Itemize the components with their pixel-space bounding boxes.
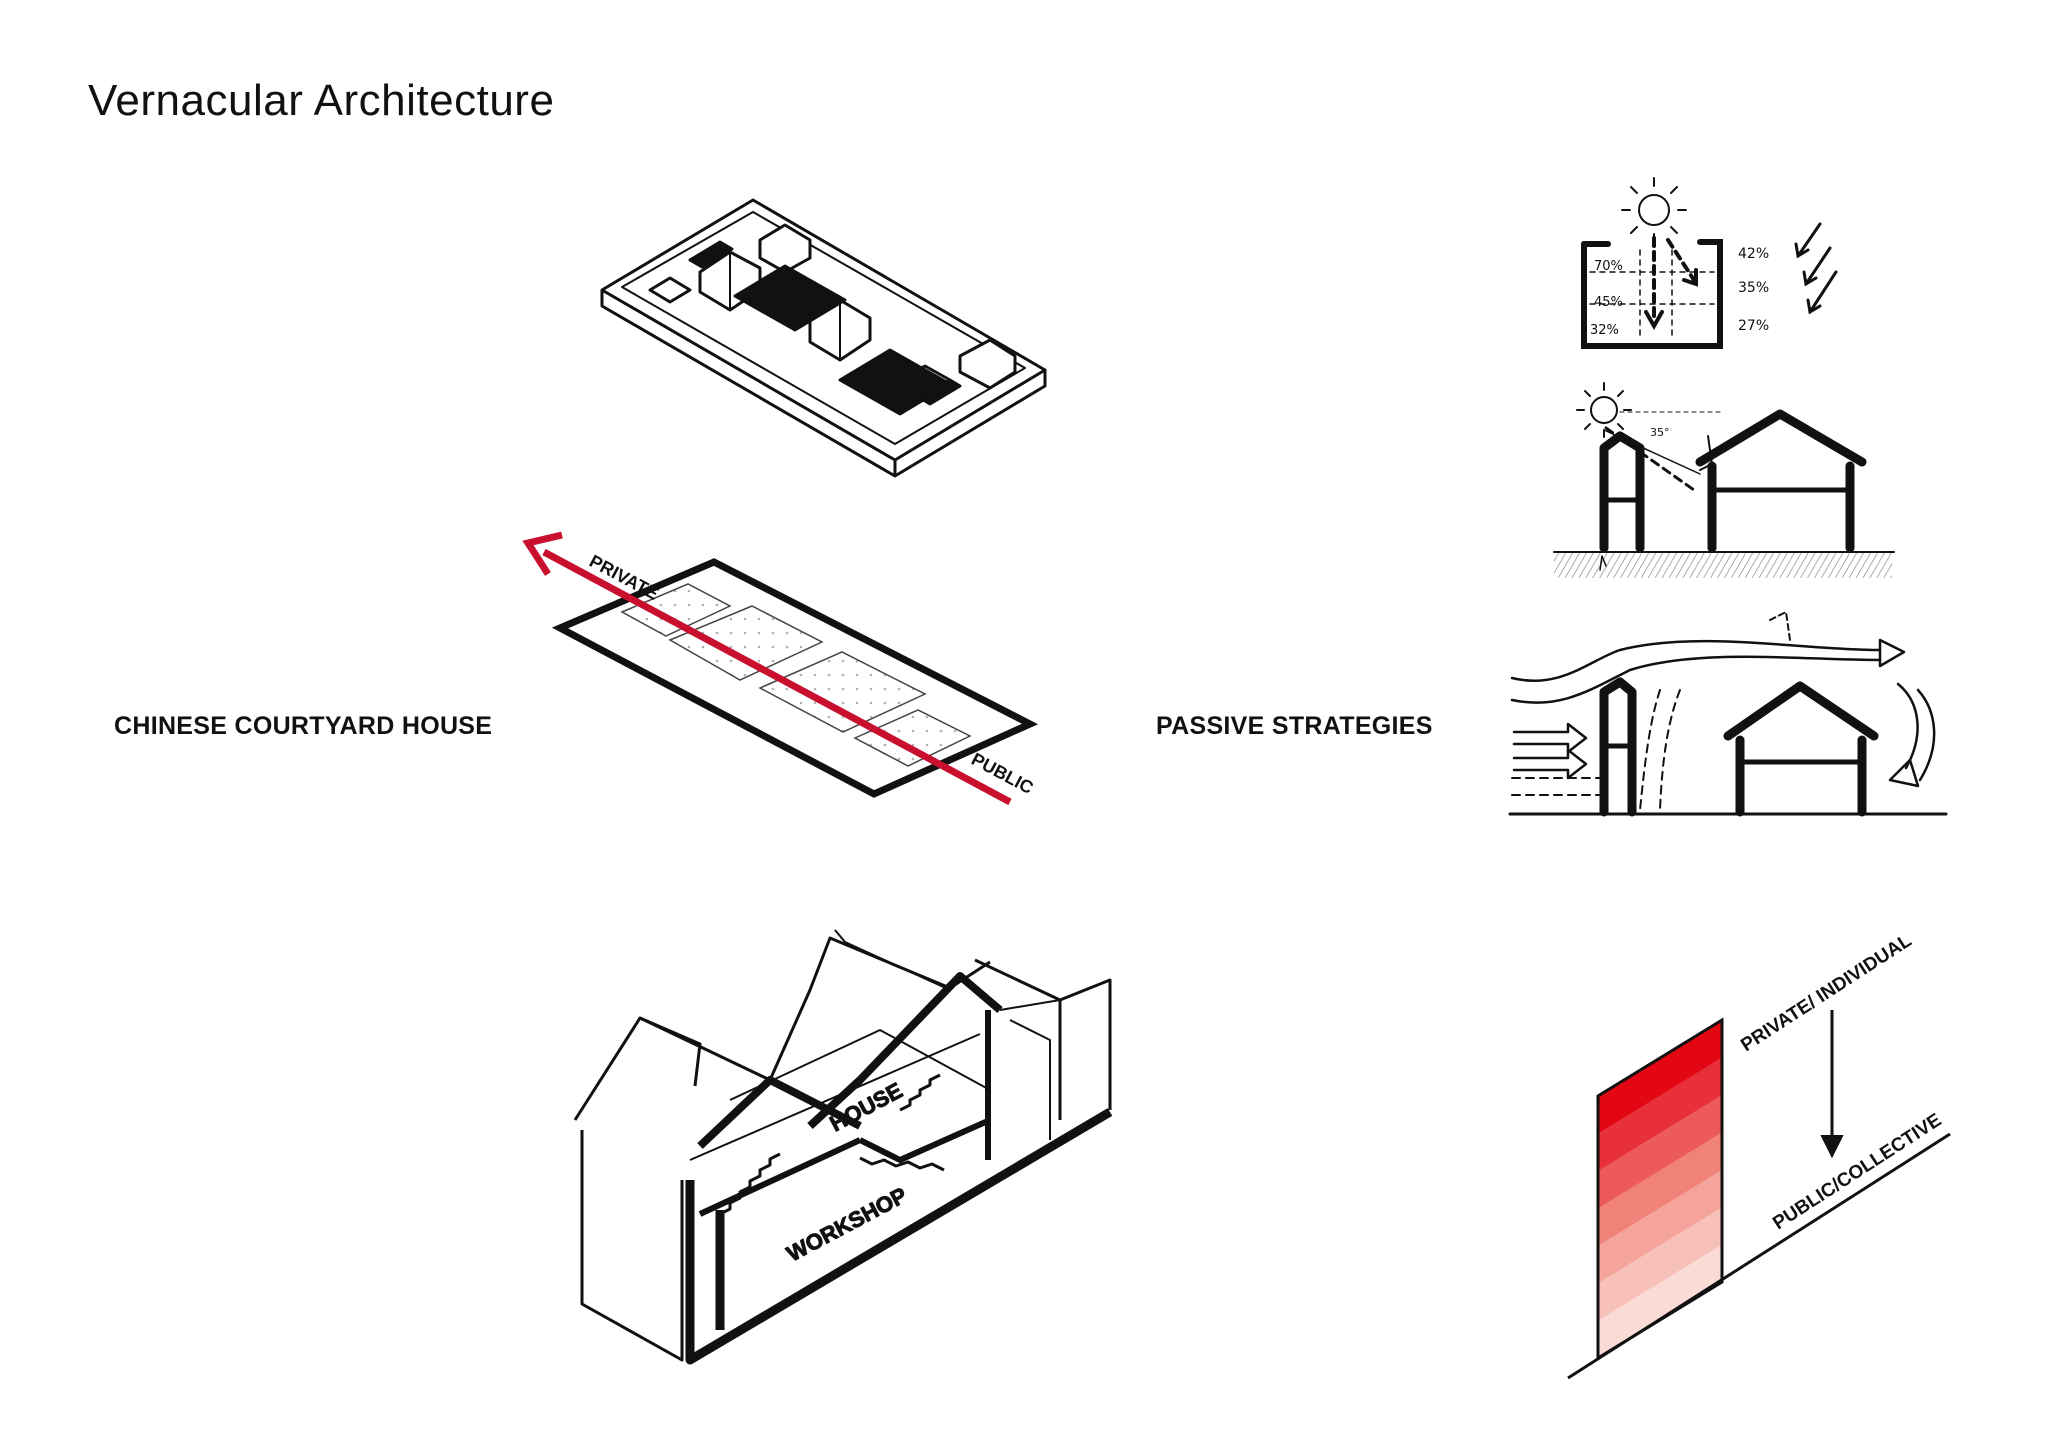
gradient-band <box>1598 1020 1722 1134</box>
private-public-axis-diagram: PRIVATE PUBLIC <box>522 531 1039 806</box>
daylight-sketch <box>1581 177 1838 349</box>
daylight-value-27: 27% <box>1738 318 1769 334</box>
daylight-value-70: 70% <box>1594 259 1623 274</box>
wind-arrow-icon <box>1888 758 1920 788</box>
ventilation-sketch <box>1508 611 1948 817</box>
sun-icon <box>1621 177 1687 243</box>
gradient-label-public: PUBLIC/COLLECTIVE <box>1769 1110 1945 1235</box>
wind-arrow-icon <box>1512 722 1588 754</box>
daylight-value-42: 42% <box>1738 246 1769 262</box>
privacy-gradient-diagram: PRIVATE/ INDIVIDUAL PUBLIC/COLLECTIVE <box>1567 930 1951 1380</box>
daylight-value-32: 32% <box>1590 323 1619 338</box>
sun-ray-arrow-icon <box>1794 222 1838 315</box>
section-label-courtyard-house: CHINESE COURTYARD HOUSE <box>114 712 493 740</box>
daylight-value-35: 35% <box>1738 280 1769 296</box>
axis-label-public: PUBLIC <box>968 749 1037 798</box>
courtyard-isometric <box>600 198 1047 478</box>
section-label-passive-strategies: PASSIVE STRATEGIES <box>1156 712 1433 740</box>
arrow-down-icon <box>1820 1135 1844 1159</box>
gradient-band <box>1598 1094 1722 1209</box>
gradient-label-private: PRIVATE/ INDIVIDUAL <box>1737 930 1915 1056</box>
shading-sketch <box>1553 382 1895 578</box>
daylight-value-45: 45% <box>1594 295 1623 310</box>
section-label-workshop: WORKSHOP <box>783 1182 911 1266</box>
gradient-band <box>1598 1057 1722 1172</box>
gradient-band <box>1598 1132 1722 1247</box>
page-title: Vernacular Architecture <box>88 76 555 125</box>
sun-icon <box>1576 382 1632 438</box>
wind-arrow-icon <box>1512 748 1588 780</box>
arrow-head-icon <box>522 531 563 576</box>
gradient-band <box>1598 1169 1722 1284</box>
house-workshop-section: HOUSE WORKSHOP <box>573 929 1113 1365</box>
gradient-band <box>1598 1244 1722 1359</box>
wind-arrow-icon <box>1878 638 1906 668</box>
gradient-strips <box>1598 1020 1722 1359</box>
gradient-band <box>1598 1207 1722 1322</box>
shade-angle-label: 35° <box>1650 426 1670 439</box>
axis-arrow-line <box>542 548 1012 806</box>
section-label-house: HOUSE <box>826 1078 907 1137</box>
